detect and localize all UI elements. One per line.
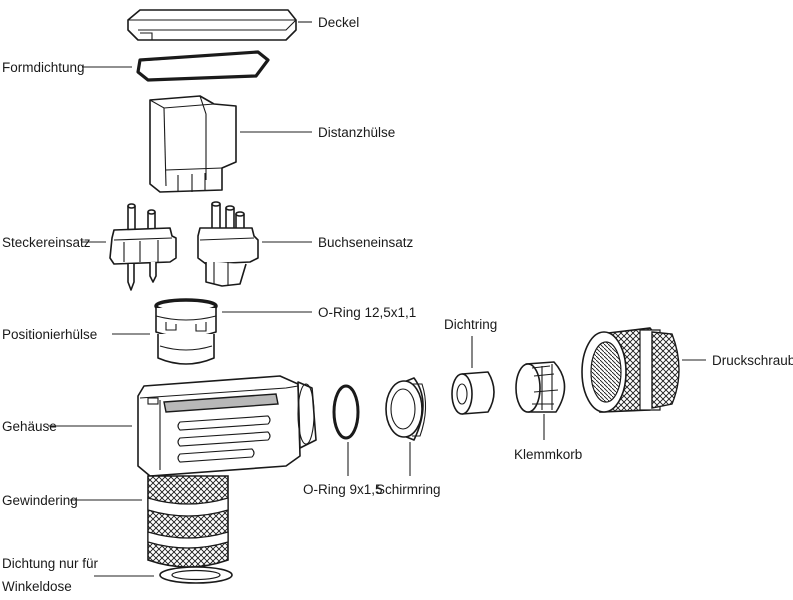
- positionierhuelse-part: [154, 298, 218, 365]
- dichtung-part: [159, 566, 233, 584]
- steckereinsatz-label: Steckereinsatz: [2, 235, 91, 250]
- dichtring-label: Dichtring: [444, 317, 497, 332]
- steckereinsatz-part: [109, 203, 177, 291]
- dichtung-label-line2: Winkeldose: [2, 579, 72, 594]
- o-ring-9-label: O-Ring 9x1,5: [303, 482, 383, 497]
- schirmring-part: [385, 377, 427, 441]
- schirmring-label: Schirmring: [376, 482, 441, 497]
- positionierhuelse-label: Positionierhülse: [2, 327, 97, 342]
- druckschraube-label: Druckschraube: [712, 353, 793, 368]
- distanzhuelse-label: Distanzhülse: [318, 125, 395, 140]
- buchseneinsatz-label: Buchseneinsatz: [318, 235, 414, 250]
- distanzhuelse-part: [149, 95, 237, 193]
- gehaeuse-label: Gehäuse: [2, 419, 57, 434]
- klemmkorb-part: [515, 361, 566, 413]
- o-ring-9-part: [332, 384, 360, 440]
- gewindering-label: Gewindering: [2, 493, 78, 508]
- klemmkorb-label: Klemmkorb: [514, 447, 582, 462]
- formdichtung-label: Formdichtung: [2, 60, 85, 75]
- deckel-label: Deckel: [318, 15, 359, 30]
- gewindering-part: [147, 475, 229, 568]
- dichtring-part: [451, 371, 495, 415]
- druckschraube-part: [581, 327, 680, 413]
- deckel-part: [127, 9, 297, 41]
- o-ring-12-label: O-Ring 12,5x1,1: [318, 305, 416, 320]
- formdichtung-part: [136, 50, 270, 82]
- gehaeuse-part: [137, 375, 317, 477]
- dichtung-label-line1: Dichtung nur für: [2, 556, 99, 571]
- buchseneinsatz-part: [197, 201, 259, 287]
